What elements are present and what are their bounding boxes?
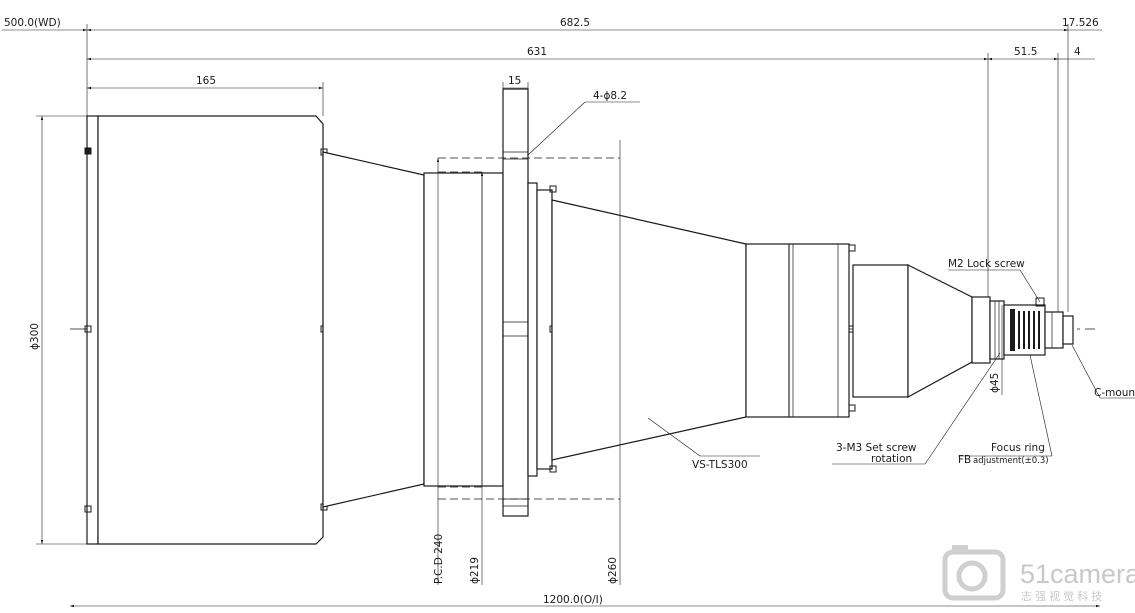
top-dimensions [2,24,1102,312]
diameter-260-label: ϕ260 [607,557,619,584]
set-screw-label: 3-M3 Set screw [836,442,917,454]
mounting-flange [502,88,529,517]
front-hood [97,115,324,545]
diameter-300-label: ϕ300 [29,323,41,350]
callout-leaders [647,269,1135,465]
lens-body [84,88,1074,545]
focus-barrel [971,296,991,364]
rear-cylinder [745,243,850,418]
wd-label: 500.0(WD) [4,17,61,29]
focus-ring-label: Focus ring [991,442,1045,454]
front-cone [322,151,425,508]
c-mount-label: C-mount [1094,387,1135,399]
length-4-label: 4 [1074,46,1081,58]
pcd-label: P.C.D 240 [433,534,445,584]
flange-thickness-label: 15 [508,75,521,87]
overall-length-label: 682.5 [560,17,590,29]
diameter-45-label: ϕ45 [989,373,1001,393]
length-51-5-label: 51.5 [1014,46,1037,58]
rear-cone [551,199,747,461]
length-631-label: 631 [527,46,547,58]
camera-logo-icon [942,545,1006,601]
distance-label: 1200.0(O/I) [543,594,603,606]
fb-label: FB [958,454,971,466]
c-mount-thread [1044,311,1064,349]
diameter-219-label: ϕ219 [469,557,481,584]
watermark: 51camera 志 强 视 觉 科 技 [942,545,1135,603]
barrel-section [423,172,504,487]
lock-screw-label: M2 Lock screw [948,258,1025,270]
fb-adjustment-label: adjustment(±0.3) [973,456,1049,466]
holes-label: 4-ϕ8.2 [593,90,627,102]
watermark-chinese: 志 强 视 觉 科 技 [1021,589,1102,603]
diameter-dimensions [36,115,1003,585]
length-165-label: 165 [196,75,216,87]
tail-length-label: 17.526 [1062,17,1099,29]
watermark-brand: 51camera [1020,559,1135,589]
front-hood-lip [86,115,99,545]
model-label: VS-TLS300 [692,459,748,471]
set-screw-rotation-label: rotation [871,453,912,465]
adapter-cone [907,264,973,399]
